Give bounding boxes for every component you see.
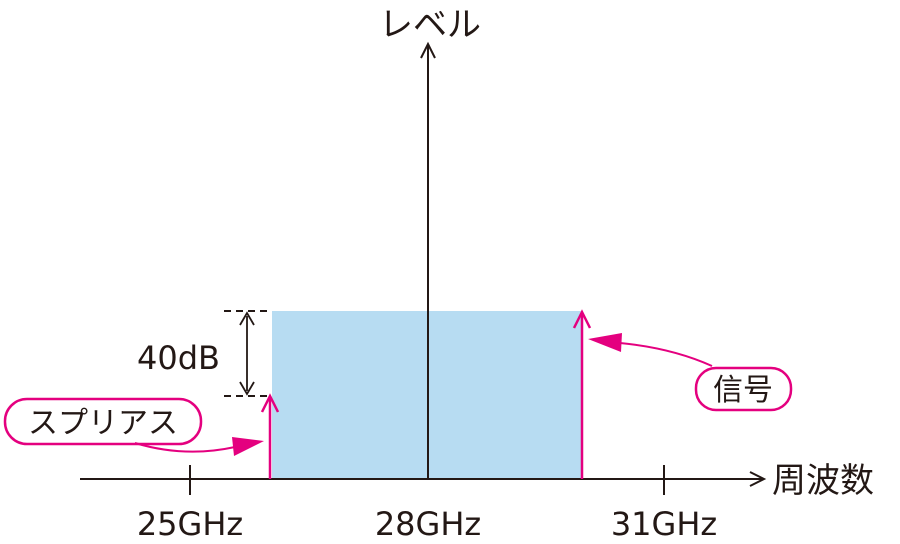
signal-pointer-arrow xyxy=(619,342,713,367)
signal-callout-box xyxy=(694,366,793,412)
spurious-callout-label: スプリアス xyxy=(28,406,178,441)
level-difference-arrowhead-bottom xyxy=(239,381,255,396)
tick-label-31ghz: 31GHz xyxy=(611,505,717,543)
tick-label-28ghz: 28GHz xyxy=(375,505,481,543)
spurious-callout-box xyxy=(3,397,203,446)
signal-pointer-arrowhead xyxy=(588,333,622,352)
signal-edge-arrowhead xyxy=(572,309,592,329)
level-difference-label: 40dB xyxy=(137,339,220,377)
x-axis-label: 周波数 xyxy=(772,461,874,501)
spurious-component-arrowhead xyxy=(260,393,280,413)
signal-callout-label: 信号 xyxy=(713,373,773,408)
y-axis-label: レベル xyxy=(379,5,481,45)
level-difference-arrowhead-top xyxy=(239,311,255,326)
x-axis-arrowhead xyxy=(749,471,767,487)
y-axis-arrowhead xyxy=(420,41,436,59)
tick-label-25ghz: 25GHz xyxy=(137,505,243,543)
spurious-pointer-arrow xyxy=(134,442,236,453)
spurious-pointer-arrowhead xyxy=(232,437,264,456)
